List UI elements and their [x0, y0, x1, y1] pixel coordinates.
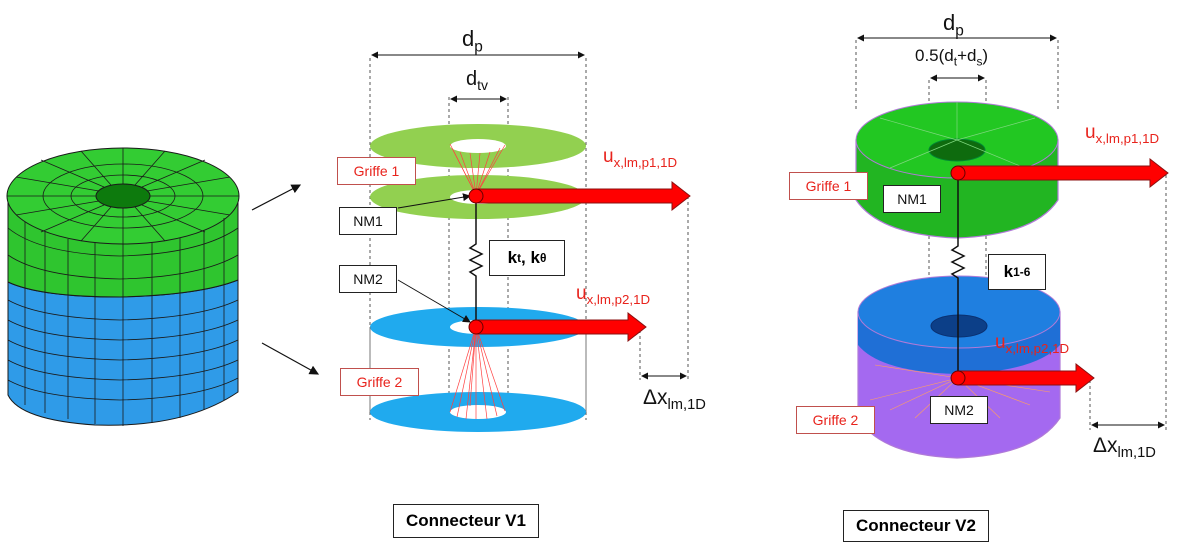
v1-force-arrow-top: [475, 180, 691, 212]
v1-delta-label: Δxlm,1D: [643, 386, 706, 414]
mesh-cylinder-model: [6, 147, 320, 426]
v1-blue-disc-bottom-hole: [450, 405, 506, 419]
v1-dp-label: dp: [462, 26, 483, 56]
v1-griffe1-label: Griffe 1: [337, 157, 416, 185]
v2-half-label: 0.5(dt+ds): [915, 46, 989, 69]
v1-spider-lines-bottom: [449, 326, 506, 420]
v2-u-top-label: ux,lm,p1,1D: [1085, 122, 1160, 146]
v2-force-arrow-top: [957, 157, 1169, 189]
v2-top-mesh: [879, 102, 1036, 169]
pointer-arrow-top: [251, 184, 302, 211]
v2-bottom-cylinder-hole: [930, 314, 988, 338]
v2-title: Connecteur V2: [843, 510, 989, 542]
pointer-arrow-bottom: [261, 342, 320, 375]
v2-griffe2-label: Griffe 2: [796, 406, 875, 434]
v1-griffe2-label: Griffe 2: [340, 368, 419, 396]
center-hole: [95, 183, 151, 209]
v1-spring: [468, 197, 484, 325]
v2-node-nm2: [950, 370, 966, 386]
side-mesh-horizontals: [7, 227, 239, 401]
v2-delta-label: Δxlm,1D: [1093, 434, 1156, 462]
v2-force-arrow-bottom: [957, 362, 1095, 394]
v1-green-disc-top-hole: [450, 139, 506, 153]
v2-griffe1-label: Griffe 1: [789, 172, 868, 200]
v1-u-top-label: ux,lm,p1,1D: [603, 146, 678, 170]
top-mesh-radials: [7, 148, 239, 244]
v2-top-cylinder-hole: [928, 138, 986, 162]
v2-nm2-label: NM2: [930, 396, 988, 424]
v2-bottom-cylinder-face: [857, 275, 1061, 349]
connector-v2: [855, 34, 1169, 459]
v1-spider-lines-top: [449, 143, 506, 196]
v1-node-nm2: [468, 319, 484, 335]
side-mesh-verticals: [24, 218, 225, 426]
v1-node-nm1: [468, 188, 484, 204]
v2-u-bottom-label: ux,lm,p2,1D: [995, 332, 1070, 356]
v2-node-nm1: [950, 165, 966, 181]
v1-force-arrow-bottom: [475, 311, 647, 343]
v2-spring: [950, 174, 966, 378]
v1-title: Connecteur V1: [393, 504, 539, 538]
v1-nm2-label: NM2: [339, 265, 397, 293]
v1-u-bottom-label: ux,lm,p2,1D: [576, 283, 651, 307]
v1-dtv-label: dtv: [466, 68, 489, 93]
v2-nm1-label: NM1: [883, 185, 941, 213]
v2-dp-label: dp: [943, 10, 964, 40]
v1-nm1-label: NM1: [339, 207, 397, 235]
